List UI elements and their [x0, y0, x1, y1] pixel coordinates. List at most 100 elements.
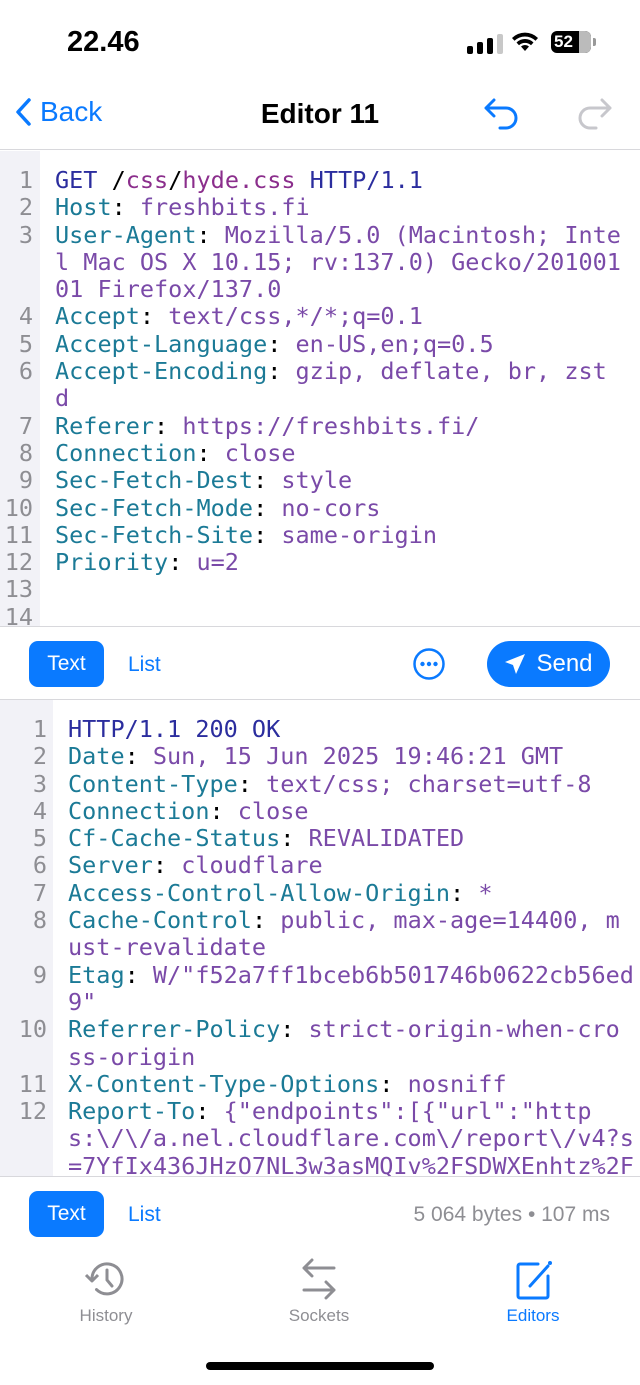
line-number: 7: [32, 878, 47, 907]
back-button[interactable]: Back: [14, 96, 102, 128]
line-number: 6: [32, 851, 47, 880]
token: [296, 166, 310, 194]
arrows-exchange-icon: [302, 1258, 336, 1300]
line-number: 3: [32, 769, 47, 798]
token: :: [253, 493, 282, 522]
header-value: Sun, 15 Jun 2025 19:46:21 GMT: [152, 742, 564, 771]
line-number: 2: [32, 742, 47, 771]
header-name: Content-Type: [68, 769, 238, 798]
request-toolbar: Text List Send: [0, 626, 640, 700]
code-line: 3 User-Agent: Mozilla/5.0 (Macintosh; Int…: [0, 220, 621, 304]
token: css: [125, 166, 169, 194]
header-name: X-Content-Type-Options: [68, 1069, 380, 1098]
list-view-button[interactable]: List: [128, 1203, 161, 1226]
line-number: 7: [18, 411, 33, 440]
chevron-left-icon: [16, 98, 31, 126]
token: :: [237, 769, 267, 798]
line-number: 12: [18, 1097, 47, 1126]
header-name: Sec-Fetch-Dest: [55, 466, 254, 495]
line-content: Accept-Encoding: gzip, deflate, br, zstd: [55, 357, 621, 413]
text-view-button[interactable]: Text: [29, 641, 104, 687]
line-content: Report-To: {"endpoints":[{"url":"https:\…: [68, 1098, 634, 1176]
tab-editors[interactable]: Editors: [463, 1258, 603, 1326]
line-number: 8: [18, 438, 33, 467]
header-value: text/css; charset=utf-8: [266, 769, 592, 798]
line-number: 11: [4, 520, 33, 549]
code-line: 12 Report-To: {"endpoints":[{"url":"https…: [0, 1098, 634, 1176]
line-number-gutter: [0, 151, 40, 626]
token: :: [195, 1097, 224, 1126]
token: :: [251, 906, 281, 935]
tab-history[interactable]: History: [36, 1258, 176, 1326]
line-content: User-Agent: Mozilla/5.0 (Macintosh; Inte…: [55, 220, 621, 304]
line-content: Accept-Language: en-US,en;q=0.5: [55, 329, 621, 358]
header-name: User-Agent: [55, 220, 197, 249]
line-content: GET /css/hyde.css HTTP/1.1: [55, 166, 621, 194]
line-number: 9: [32, 960, 47, 989]
token: :: [450, 878, 479, 907]
line-number: 8: [32, 906, 47, 935]
token: HTTP/1.1 200 OK: [68, 715, 281, 743]
line-number: 12: [4, 548, 33, 577]
line-number: 5: [18, 329, 33, 358]
header-value: gzip, deflate, br, zstd: [55, 357, 607, 413]
line-content: Accept: text/css,*/*;q=0.1: [55, 303, 621, 330]
header-value: style: [281, 466, 353, 495]
response-viewer[interactable]: 1 HTTP/1.1 200 OK 2 Date: Sun, 15 Jun 2025 …: [0, 700, 640, 1176]
header-name: Sec-Fetch-Mode: [55, 493, 254, 522]
header-name: Connection: [68, 796, 210, 825]
line-content: Connection: close: [68, 796, 634, 825]
header-value: *: [478, 878, 493, 907]
header-value: Mozilla/5.0 (Macintosh; Intel Mac OS X 1…: [55, 220, 621, 304]
battery-icon: 52: [551, 31, 596, 53]
code-line: 5 Accept-Language: en-US,en;q=0.5: [0, 329, 621, 358]
line-number: 13: [4, 575, 33, 604]
header-name: Referrer-Policy: [68, 1015, 281, 1044]
compose-icon: [516, 1261, 552, 1300]
more-options-icon[interactable]: [412, 647, 446, 681]
code-line: 13: [0, 575, 621, 604]
header-value: close: [224, 438, 296, 467]
undo-icon[interactable]: [482, 94, 522, 134]
header-value: en-US,en;q=0.5: [295, 329, 494, 358]
status-bar: 22.46 52: [0, 0, 640, 86]
line-number: 5: [32, 824, 47, 853]
header-name: Access-Control-Allow-Origin: [68, 878, 451, 907]
header-value: u=2: [196, 548, 239, 577]
line-content: Connection: close: [55, 438, 621, 467]
tab-sockets[interactable]: Sockets: [249, 1258, 389, 1326]
history-icon: [84, 1262, 124, 1296]
token: :: [111, 193, 140, 222]
line-content: Sec-Fetch-Dest: style: [55, 467, 621, 494]
list-view-button[interactable]: List: [128, 653, 161, 676]
line-number: 11: [18, 1069, 47, 1098]
send-button[interactable]: Send: [487, 641, 610, 687]
line-number: 3: [18, 220, 33, 249]
redo-icon[interactable]: [574, 94, 614, 134]
header-name: Host: [55, 193, 112, 222]
send-label: Send: [536, 650, 593, 677]
line-content: Etag: W/"f52a7ff1bceb6b501746b0622cb56ed…: [68, 961, 634, 1017]
code-line: 3 Content-Type: text/css; charset=utf-8: [0, 769, 634, 798]
line-number: 1: [32, 715, 47, 743]
line-content: Sec-Fetch-Mode: no-cors: [55, 493, 621, 522]
header-value: {"endpoints":[{"url":"https:\/\/a.nel.cl…: [68, 1097, 634, 1176]
header-name: Date: [68, 742, 125, 771]
header-value: same-origin: [281, 520, 438, 549]
response-stats: 5 064 bytes • 107 ms: [413, 1203, 610, 1226]
token: :: [253, 466, 282, 495]
text-view-button[interactable]: Text: [29, 1191, 104, 1237]
cellular-signal-icon: [467, 34, 503, 54]
header-name: Accept-Language: [55, 329, 268, 358]
